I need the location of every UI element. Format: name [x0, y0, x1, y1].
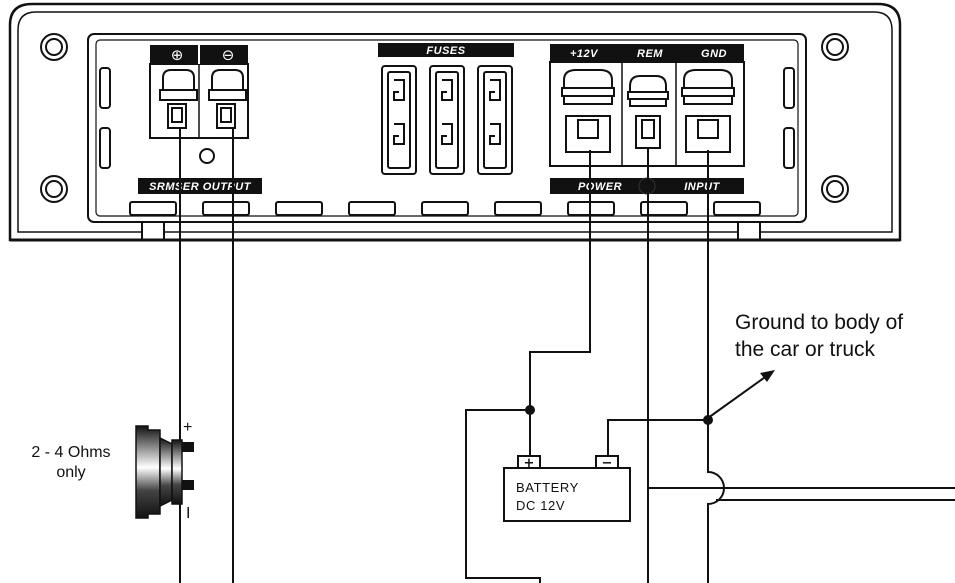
fuse-block: [378, 43, 514, 57]
battery-label: BATTERY: [516, 480, 579, 495]
battery-voltage-label: DC 12V: [516, 498, 565, 513]
speaker-icon: [135, 425, 194, 519]
power-terminal-block: [549, 44, 745, 167]
output-label-bar: [138, 178, 262, 194]
ground-note-2: the car or truck: [735, 338, 876, 361]
ground-note: Ground to body of: [735, 311, 903, 334]
fuse-icon: [381, 65, 417, 175]
mounting-hole-icon: [821, 175, 849, 203]
battery-negative-wire: [607, 419, 708, 456]
mounting-hole-icon: [40, 33, 68, 61]
speaker-minus-label: I: [186, 505, 190, 522]
speaker-impedance-note: 2 - 4 Ohms: [31, 444, 110, 461]
terminal-label-rem: REM: [637, 48, 663, 60]
mounting-hole-icon: [40, 175, 68, 203]
fuse-icon: [477, 65, 513, 175]
fuses-label: FUSES: [426, 45, 465, 57]
ground-arrow-line: [707, 374, 769, 419]
battery-plus-symbol: +: [524, 456, 535, 471]
output-section-label: SRMSER OUTPUT: [149, 181, 252, 193]
junction-dot-ground: [703, 415, 713, 425]
speaker-plus-label: +: [183, 419, 192, 436]
output-minus-symbol: ⊖: [222, 46, 235, 64]
speaker-impedance-note-2: only: [56, 464, 85, 481]
fuse-icon: [429, 65, 465, 175]
terminal-label-gnd: GND: [701, 48, 727, 60]
battery-icon: [503, 455, 631, 522]
speaker-output-terminal-block: [149, 45, 249, 164]
battery-minus-symbol: −: [602, 456, 613, 471]
mounting-hole-icon: [821, 33, 849, 61]
arrow-icon: [760, 370, 775, 382]
input-label: INPUT: [684, 181, 720, 193]
power-12v-wire: [529, 150, 591, 456]
terminal-label-12v: +12V: [570, 48, 599, 60]
battery-positive-branch-wire: [465, 409, 541, 583]
power-label: POWER: [578, 181, 622, 193]
junction-dot-positive: [525, 405, 535, 415]
output-plus-symbol: ⊕: [171, 46, 184, 64]
